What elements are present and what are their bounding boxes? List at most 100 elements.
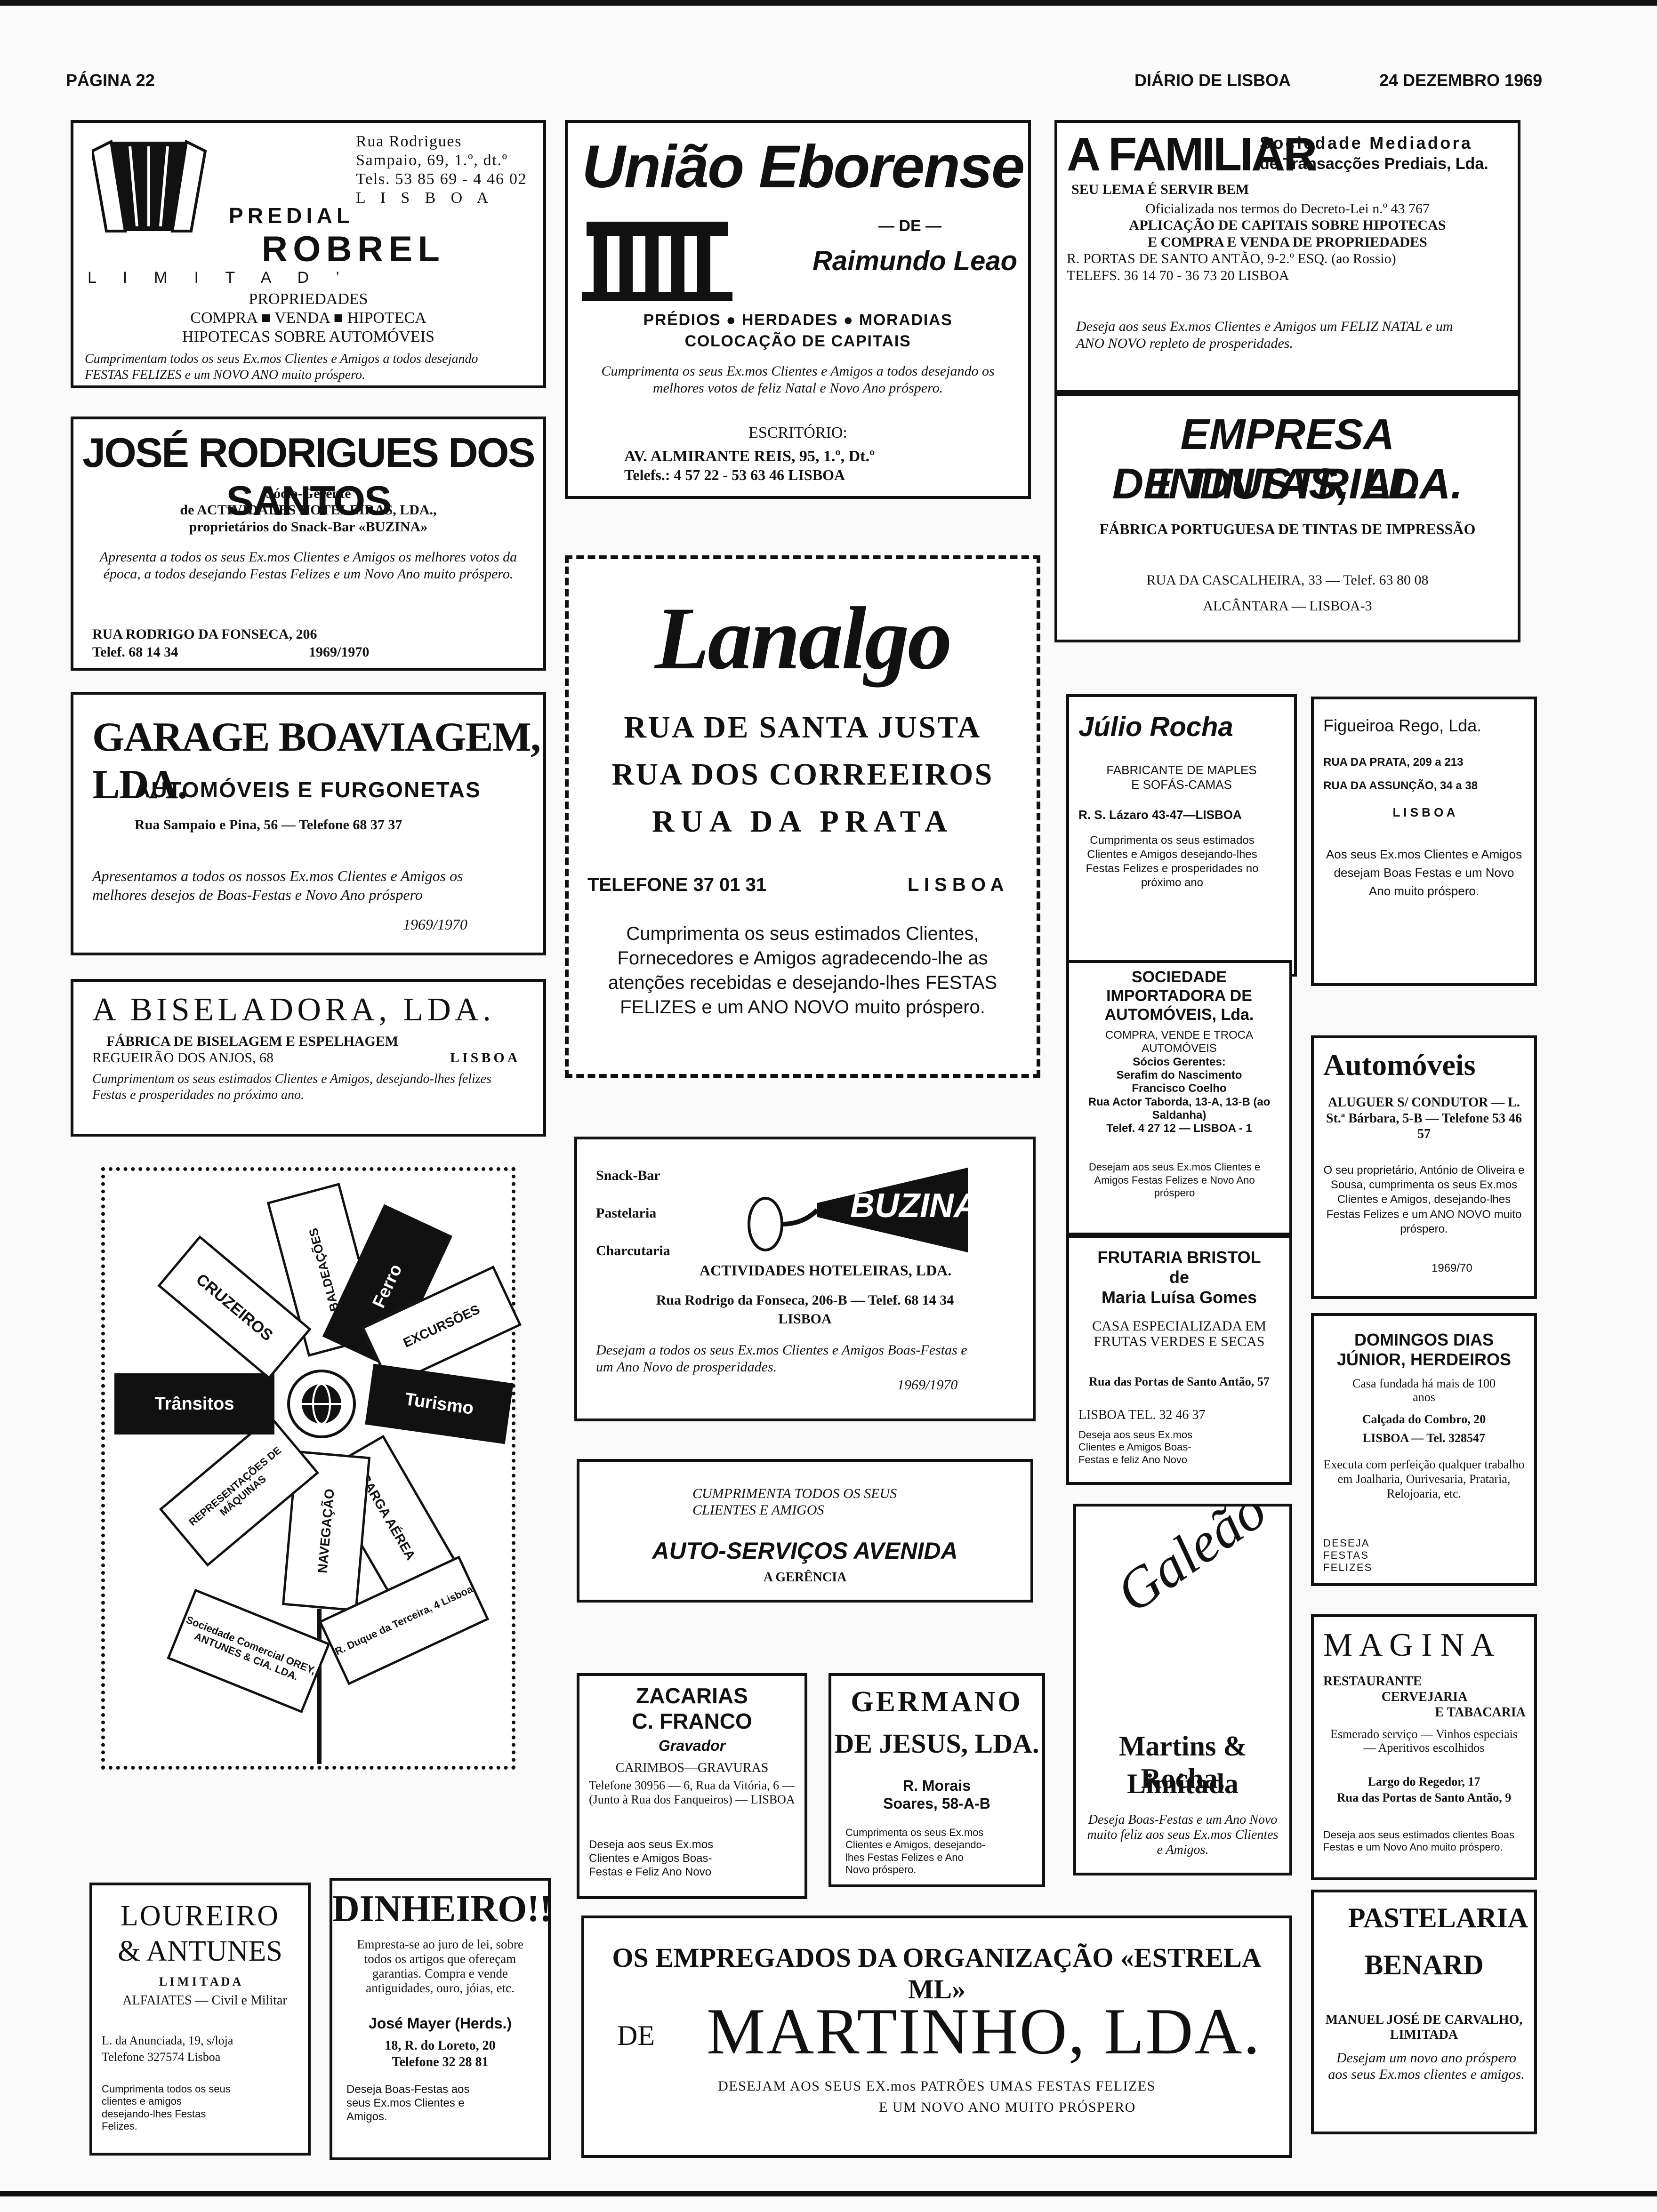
ad-pastelaria-benard: PASTELARIA BENARD MANUEL JOSÉ DE CARVALH…	[1311, 1890, 1537, 2134]
phone-line: Telefone 32 28 81	[392, 2055, 489, 2069]
greeting: Cumprimenta os seus Ex.mos Clientes e Am…	[601, 363, 995, 396]
ad-germano-de-jesus: GERMANO DE JESUS, LDA. R. Morais Soares,…	[828, 1673, 1045, 1887]
company-name-3: L I M I T A D ’	[88, 269, 351, 287]
greeting: Desejam a todos os seus Ex.mos Clientes …	[596, 1342, 967, 1375]
ad-martinho: OS EMPREGADOS DA ORGANIZAÇÃO «ESTRELA ML…	[581, 1915, 1292, 2158]
company-title: Júlio Rocha	[1078, 712, 1233, 742]
ad-galeao: Galeão Martins & Rocha, Limitada Deseja …	[1073, 1504, 1292, 1875]
building-logo-icon	[92, 139, 207, 232]
brand-logo: Lanalgo	[655, 589, 952, 688]
company-subtitle: AUTOMÓVEIS E FURGONETAS	[135, 777, 482, 802]
phone-line: LISBOA TEL. 32 46 37	[1078, 1408, 1206, 1422]
info-line: E SOFÁS-CAMAS	[1131, 777, 1232, 792]
info-line: Sócios Gerentes:	[1133, 1055, 1226, 1068]
address-line: RUA RODRIGO DA FONSECA, 206	[92, 626, 317, 642]
company-title: Maria Luísa Gomes	[1101, 1287, 1257, 1307]
address-line: REGUEIRÃO DOS ANJOS, 68	[92, 1050, 274, 1066]
de-label: DE	[617, 2020, 655, 2051]
address-line: R. Morais	[902, 1777, 971, 1794]
city-line: L I S B O A	[1392, 805, 1456, 819]
company-title: LOUREIRO	[120, 1900, 280, 1932]
info-line: COMPRA, VENDE E TROCA	[1105, 1029, 1254, 1042]
ad-a-familiar: A FAMILIAR Sociedade Mediadora de Transa…	[1054, 120, 1520, 393]
company-subtitle: Gravador	[658, 1737, 726, 1754]
ad-jose-rodrigues: JOSÉ RODRIGUES DOS SANTOS Sócio-Gerente …	[71, 417, 546, 671]
phone-line: LISBOA — Tel. 328547	[1362, 1431, 1486, 1445]
ad-julio-rocha: Júlio Rocha FABRICANTE DE MAPLES E SOFÁS…	[1066, 694, 1297, 977]
bottom-rule	[0, 2191, 1657, 2196]
services-title: PROPRIEDADES	[249, 290, 368, 308]
street-line: RUA DE SANTA JUSTA	[624, 710, 981, 745]
company-title: Automóveis	[1323, 1048, 1476, 1082]
company-title: SOCIEDADE	[1131, 968, 1227, 986]
year-range: 1969/1970	[897, 1377, 958, 1393]
greeting: Deseja aos seus estimados clientes Boas …	[1323, 1829, 1514, 1853]
city-line: LISBOA	[778, 1311, 832, 1327]
brand-logo: Galeão	[1105, 1504, 1277, 1625]
ad-zacarias-franco: ZACARIAS C. FRANCO Gravador CARIMBOS—GRA…	[577, 1673, 807, 1899]
company-title: AUTO-SERVIÇOS AVENIDA	[652, 1538, 958, 1564]
info-line: Executa com perfeição qualquer trabalho …	[1323, 1458, 1525, 1501]
greeting: Cumprimenta os seus estimados Clientes, …	[608, 923, 997, 1018]
company-title: JÚNIOR, HERDEIROS	[1336, 1350, 1512, 1370]
greeting: DESEJA FESTAS FELIZES	[1323, 1537, 1373, 1573]
ad-figueiroa-rego: Figueiroa Rego, Lda. RUA DA PRATA, 209 a…	[1311, 697, 1537, 986]
info-line: CASA ESPECIALIZADA EM FRUTAS VERDES E SE…	[1092, 1318, 1267, 1349]
company-title: de	[1169, 1267, 1189, 1287]
ad-garage-boaviagem: GARAGE BOAVIAGEM, LDA. AUTOMÓVEIS E FURG…	[71, 692, 546, 955]
street-line: RUA DA PRATA	[652, 804, 953, 839]
address-line: Largo do Regedor, 17	[1367, 1775, 1480, 1788]
address-line: Calçada do Combro, 20	[1362, 1412, 1486, 1426]
address-line: Rua Rodrigues	[356, 133, 462, 150]
phone-line: Tels. 53 85 69 - 4 46 02	[356, 170, 527, 188]
office-address: AV. ALMIRANTE REIS, 95, 1.º, Dt.º	[624, 448, 875, 465]
info-line: de ACTIVIDADES HOTELEIRAS, LDA.,	[180, 502, 437, 518]
company-title: DOMINGOS DIAS	[1354, 1330, 1494, 1349]
company-title: União Eborense	[582, 133, 1025, 200]
ad-orey-antunes-flower: BALDEAÇÕES Ferro EXCURSÕES Turismo CARGA…	[101, 1167, 522, 1770]
company-title: AUTOMÓVEIS, Lda.	[1104, 1006, 1254, 1024]
services-line: COMPRA ■ VENDA ■ HIPOTECA	[190, 309, 426, 327]
petal-transitos: Trânsitos	[114, 1373, 274, 1435]
company-subtitle: de Transacções Prediais, Lda.	[1260, 155, 1488, 173]
greeting: Aos seus Ex.mos Clientes e Amigos deseja…	[1326, 847, 1522, 898]
company-title: FRUTARIA BRISTOL	[1097, 1248, 1261, 1267]
company-title: DE JESUS, LDA.	[834, 1728, 1039, 1759]
company-name: MANUEL JOSÉ DE CARVALHO, LIMITADA	[1325, 2012, 1523, 2043]
year-range: 1969/1970	[309, 644, 370, 660]
greeting: Desejam um novo ano próspero aos seus Ex…	[1328, 2050, 1525, 2082]
info-line: E COMPRA E VENDA DE PROPRIEDADES	[1148, 234, 1427, 250]
ad-dinheiro: DINHEIRO!! Empresta-se ao juro de lei, s…	[330, 1878, 551, 2160]
company-title: ZACARIAS	[636, 1683, 748, 1708]
info-line: ALFAIATES — Civil e Militar	[122, 1993, 287, 2008]
phone-line: Telefone 327574 Lisboa	[102, 2050, 221, 2064]
street-line: RUA DOS CORREEIROS	[611, 757, 994, 792]
address-line: Rua Rodrigo da Fonseca, 206-B — Telef. 6…	[656, 1292, 954, 1308]
info-line: E TABACARIA	[1435, 1705, 1526, 1720]
address-line: R. S. Lázaro 43-47—LISBOA	[1078, 808, 1242, 822]
year-range: 1969/70	[1432, 1262, 1472, 1274]
greeting-line: CUMPRIMENTA TODOS OS SEUS	[692, 1486, 897, 1501]
company-subtitle: FÁBRICA PORTUGUESA DE TINTAS DE IMPRESSÃ…	[1099, 521, 1476, 537]
page-number: PÁGINA 22	[66, 71, 155, 90]
company-title: PASTELARIA	[1348, 1902, 1528, 1933]
info-line: FABRICANTE DE MAPLES	[1106, 763, 1257, 777]
ad-domingos-dias: DOMINGOS DIAS JÚNIOR, HERDEIROS Casa fun…	[1311, 1313, 1537, 1586]
phone-line: TELEFONE 37 01 31	[587, 874, 767, 895]
address-line: 18, R. do Loreto, 20	[385, 2038, 496, 2053]
city-line: LISBOA	[450, 1050, 521, 1066]
service-label: Snack-Bar	[596, 1168, 660, 1183]
ad-predial-robrel: Rua Rodrigues Sampaio, 69, 1.º, dt.º Tel…	[71, 120, 546, 388]
services-line: HIPOTECAS SOBRE AUTOMÓVEIS	[182, 328, 434, 346]
phone-line: Telef. 68 14 34	[92, 644, 178, 660]
ad-a-biseladora: A BISELADORA, LDA. FÁBRICA DE BISELAGEM …	[71, 979, 546, 1137]
company-title: JOSÉ RODRIGUES DOS SANTOS	[82, 429, 535, 524]
info-line: Francisco Coelho	[1132, 1082, 1227, 1095]
company-subtitle: Sociedade Mediadora	[1260, 133, 1473, 152]
address-line: Rua das Portas de Santo Antão, 9	[1336, 1791, 1512, 1804]
greeting: Deseja Boas-Festas e um Ano Novo muito f…	[1087, 1812, 1279, 1858]
greeting: Deseja aos seus Ex.mos Clientes e Amigos…	[1078, 1429, 1193, 1466]
globe-center-icon	[287, 1370, 356, 1438]
company-title: IMPORTADORA DE	[1106, 987, 1252, 1005]
greeting: Desejam aos seus Ex.mos Clientes e Amigo…	[1088, 1161, 1261, 1199]
